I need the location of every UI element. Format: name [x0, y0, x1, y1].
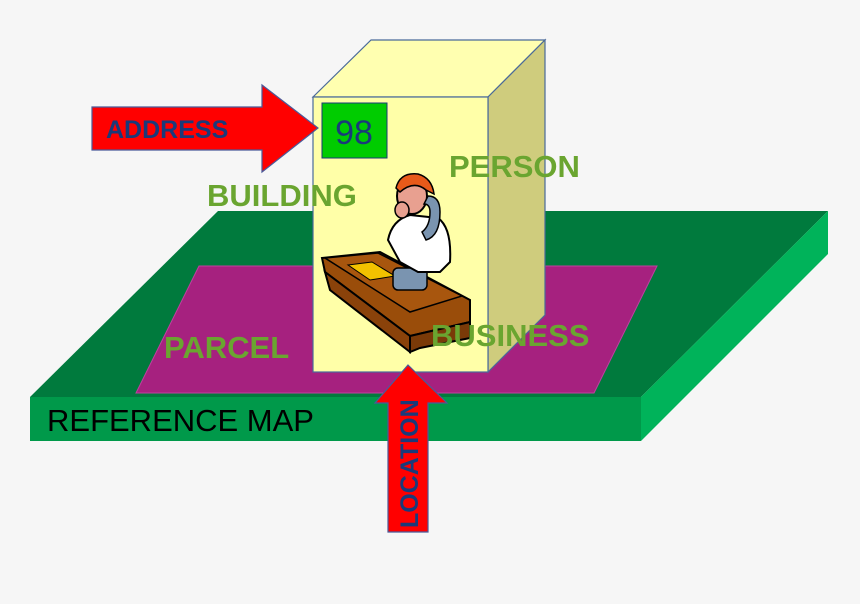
- building-label: BUILDING: [207, 178, 357, 213]
- reference-map-front-face: [30, 397, 641, 441]
- person-at-desk-on-phone-icon: [320, 173, 471, 355]
- location-arrow-label: LOCATION: [396, 399, 424, 528]
- address-arrow-shape: [91, 83, 319, 174]
- location-arrow-shape: [373, 364, 449, 533]
- reference-map-side-face: [641, 211, 828, 441]
- address-arrow-label: ADDRESS: [106, 116, 228, 144]
- location-arrow: LOCATION: [373, 364, 449, 533]
- business-label: BUSINESS: [431, 318, 589, 353]
- address-number: 98: [335, 114, 373, 152]
- parcel-label: PARCEL: [164, 330, 289, 365]
- reference-map-label: REFERENCE MAP: [47, 403, 314, 438]
- address-number-box: [321, 102, 388, 159]
- building: 98 BUILDING PERSON BUSINESS: [207, 38, 589, 374]
- address-arrow: ADDRESS: [91, 83, 319, 174]
- person-label: PERSON: [449, 149, 580, 184]
